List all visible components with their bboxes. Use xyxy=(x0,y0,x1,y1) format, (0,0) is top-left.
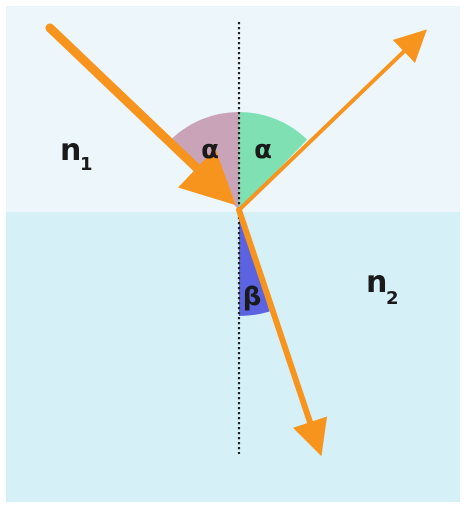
refracted-ray xyxy=(236,207,328,457)
upper-medium-label: n 1 xyxy=(60,133,93,175)
lower-medium-label: n 2 xyxy=(366,265,399,309)
reflected-angle-label: α xyxy=(254,135,272,165)
incident-angle-label: α xyxy=(201,135,219,165)
lower-medium-subscript: 2 xyxy=(386,288,399,309)
refracted-angle-label: β xyxy=(243,282,262,312)
incident-ray xyxy=(45,23,236,206)
reflected-angle-sector xyxy=(239,112,308,210)
upper-medium-symbol: n xyxy=(60,133,81,168)
reflected-ray xyxy=(237,29,427,212)
lower-medium xyxy=(6,212,460,502)
upper-medium-subscript: 1 xyxy=(80,154,93,175)
lower-medium-symbol: n xyxy=(366,265,387,300)
